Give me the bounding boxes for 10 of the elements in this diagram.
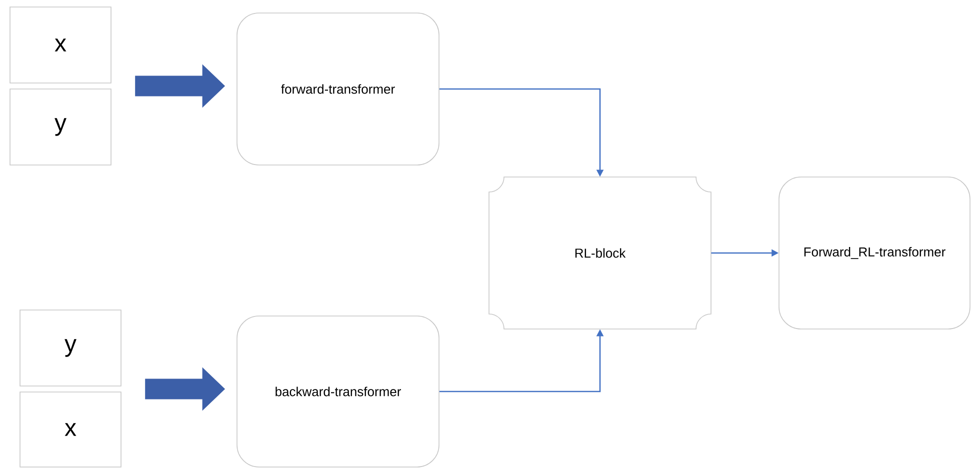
input-box: x [10, 6, 112, 84]
process-box: forward-transformer [236, 12, 440, 166]
block-arrow [145, 367, 226, 411]
input-box: y [10, 88, 112, 166]
process-box: backward-transformer [236, 316, 440, 468]
block-arrow [135, 64, 226, 108]
input-box: y [20, 310, 122, 386]
block-box: RL-block [488, 176, 712, 330]
input-box: x [20, 392, 122, 468]
process-box: Forward_RL-transformer [778, 176, 970, 330]
